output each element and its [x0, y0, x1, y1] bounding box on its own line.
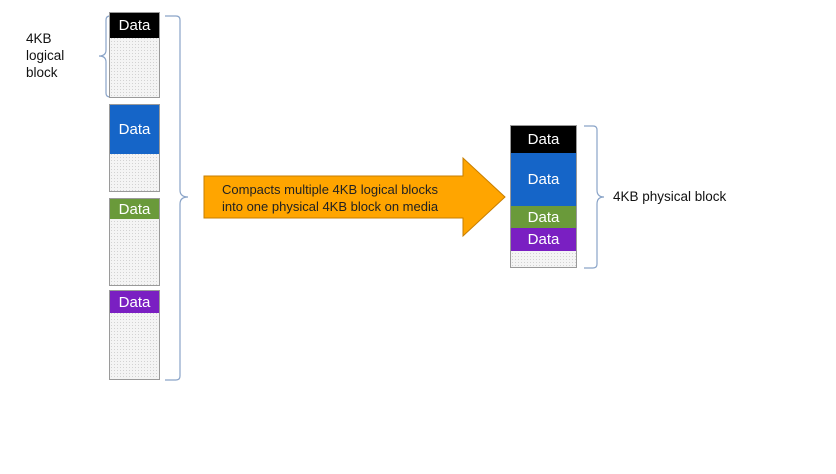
- physical-segment-black: Data: [511, 126, 576, 153]
- physical-block-bracket: [584, 125, 605, 269]
- all-logical-blocks-bracket: [165, 15, 189, 381]
- arrow-text-line: into one physical 4KB block on media: [222, 199, 439, 214]
- logical-block-3: Data: [109, 198, 160, 286]
- logical-label-line: logical: [26, 48, 65, 63]
- logical-block-1: Data: [109, 12, 160, 98]
- data-segment-blue: Data: [110, 105, 159, 154]
- physical-segment-green: Data: [511, 206, 576, 228]
- logical-block-2: Data: [109, 104, 160, 192]
- logical-label-line: block: [26, 65, 58, 80]
- logical-block-label: 4KB logical block: [26, 30, 64, 81]
- data-segment-green: Data: [110, 199, 159, 219]
- logical-block-4: Data: [109, 290, 160, 380]
- data-segment-purple: Data: [110, 291, 159, 313]
- compaction-arrow: [203, 156, 506, 238]
- physical-block-label: 4KB physical block: [613, 189, 727, 204]
- physical-segment-blue: Data: [511, 153, 576, 206]
- logical-label-line: 4KB: [26, 31, 52, 46]
- physical-block: Data Data Data Data: [510, 125, 577, 268]
- arrow-text-line: Compacts multiple 4KB logical blocks: [222, 182, 439, 197]
- data-segment-black: Data: [110, 13, 159, 38]
- logical-block-bracket: [98, 15, 121, 98]
- compaction-arrow-text: Compacts multiple 4KB logical blocks int…: [222, 181, 482, 215]
- physical-segment-purple: Data: [511, 228, 576, 251]
